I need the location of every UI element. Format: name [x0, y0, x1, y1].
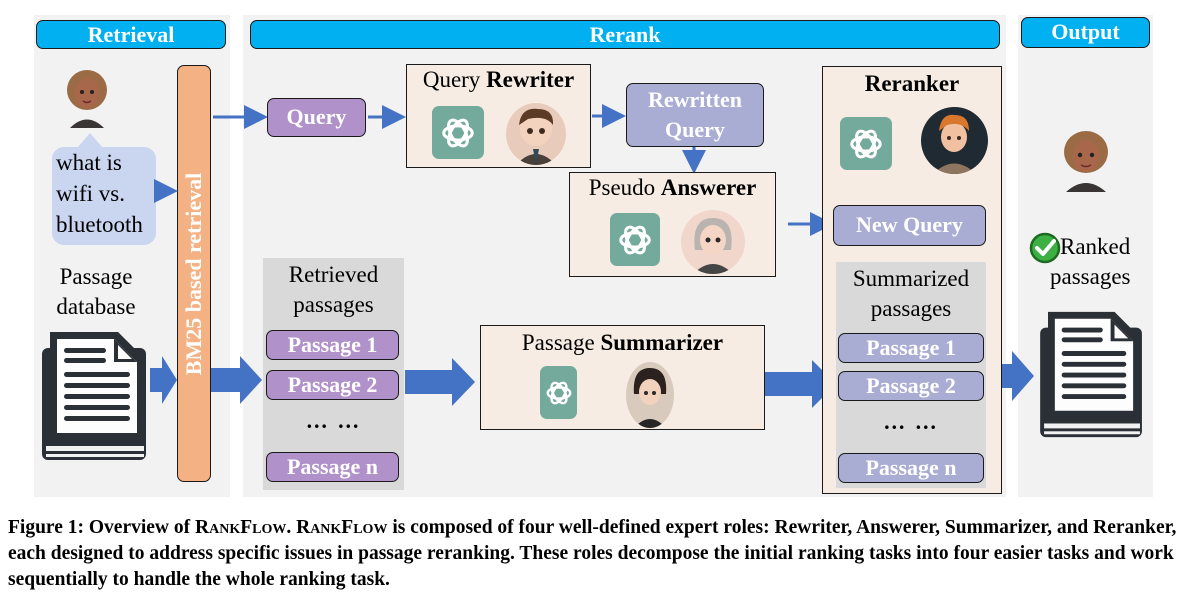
user-avatar [62, 66, 112, 128]
summarized-passages-box: Summarized passages Passage 1 Passage 2 … [836, 262, 986, 488]
pseudo-answerer-box: Pseudo Answerer [569, 172, 776, 277]
reranker-avatar [921, 107, 988, 174]
answerer-avatar [681, 210, 745, 274]
block-arrows [150, 351, 1034, 408]
user-query-line: wifi vs. [56, 181, 125, 206]
document-stack-icon [40, 328, 152, 468]
passage-summarizer-title: Passage Summarizer [521, 330, 724, 355]
block-arrow-retrieved-to-summarizer [405, 358, 475, 406]
retrieved-passage-item: Passage 2 [266, 370, 399, 400]
summarized-ellipsis: … … [883, 409, 939, 434]
query-bubble: what is wifi vs. bluetooth [52, 133, 156, 245]
summarized-passages-title: Summarized passages [852, 266, 970, 321]
output-header: Output [1021, 17, 1150, 48]
summarized-passage-item: Passage n [838, 453, 984, 483]
passage-database-label: Passage database [56, 264, 136, 319]
query-rewriter-title: Query Rewriter [422, 67, 575, 92]
reranker-title: Reranker [864, 71, 960, 96]
openai-logo-icon [540, 366, 577, 419]
retrieved-passages-box: Retrieved passages Passage 1 Passage 2 …… [263, 258, 404, 490]
retrieved-ellipsis: … … [305, 408, 362, 433]
openai-logo-icon [432, 106, 484, 159]
openai-logo-icon [840, 117, 892, 170]
user-query-line: bluetooth [56, 212, 143, 237]
thin-arrows [154, 104, 834, 236]
summarizer-avatar [626, 362, 674, 428]
retrieval-header: Retrieval [36, 20, 226, 49]
rankflow-name: RankFlow [296, 517, 388, 538]
new-query-pill: New Query [833, 205, 986, 246]
reranker-box: Reranker New Query Summarized passages P… [822, 66, 1002, 494]
retrieved-passages-title: Retrieved passages [288, 262, 379, 317]
query-rewriter-box: Query Rewriter [406, 64, 591, 168]
user-query-line: what is [56, 150, 122, 175]
summarized-passage-item: Passage 1 [838, 333, 984, 363]
rankflow-name: RankFlow [195, 517, 287, 538]
rewritten-query-pill: Rewritten Query [626, 83, 764, 147]
block-arrow-bm25-to-retrieved [211, 356, 262, 404]
ranked-passages-label: Ranked passages [1050, 234, 1131, 289]
bm25-retrieval-bar: BM25 based retrieval [177, 65, 211, 482]
figure-caption: Figure 1: Overview of RankFlow. RankFlow… [8, 517, 1177, 590]
retrieved-passage-item: Passage n [266, 452, 399, 482]
checkmark-icon [1029, 232, 1061, 264]
block-arrow-reranker-to-output [987, 351, 1034, 401]
summarized-passage-item: Passage 2 [838, 371, 984, 401]
block-arrow-summarizer-to-reranker [765, 360, 836, 408]
user-avatar [1058, 128, 1114, 192]
openai-logo-icon [610, 213, 660, 266]
pseudo-answerer-title: Pseudo Answerer [588, 175, 757, 200]
rewriter-avatar [506, 103, 566, 165]
retrieved-passage-item: Passage 1 [266, 330, 399, 360]
document-stack-icon [1038, 308, 1148, 445]
rerank-header: Rerank [250, 20, 1000, 49]
passage-summarizer-box: Passage Summarizer [480, 325, 765, 430]
query-pill: Query [267, 98, 366, 137]
block-arrow-db-to-bm25 [150, 356, 177, 404]
